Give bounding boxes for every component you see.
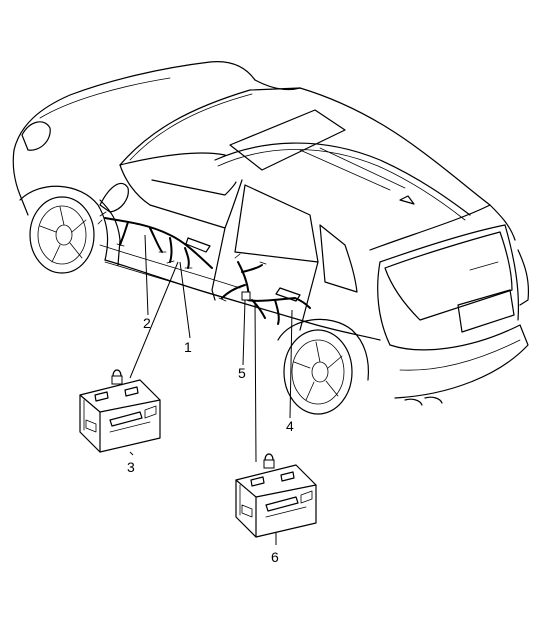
vehicle-outline [12, 61, 530, 415]
door-control-module-3 [79, 369, 161, 453]
front-door-wiring-harness [97, 211, 213, 269]
callout-4: 4 [286, 418, 294, 434]
callout-labels: 1 2 3 4 5 6 [127, 315, 294, 565]
door-control-module-6 [235, 453, 317, 538]
callout-3: 3 [127, 459, 135, 475]
callout-6: 6 [271, 549, 279, 565]
leader-lines [129, 234, 293, 545]
rear-door-wiring-harness [218, 253, 311, 325]
callout-1: 1 [184, 339, 192, 355]
callout-5: 5 [238, 365, 246, 381]
callout-2: 2 [143, 315, 151, 331]
